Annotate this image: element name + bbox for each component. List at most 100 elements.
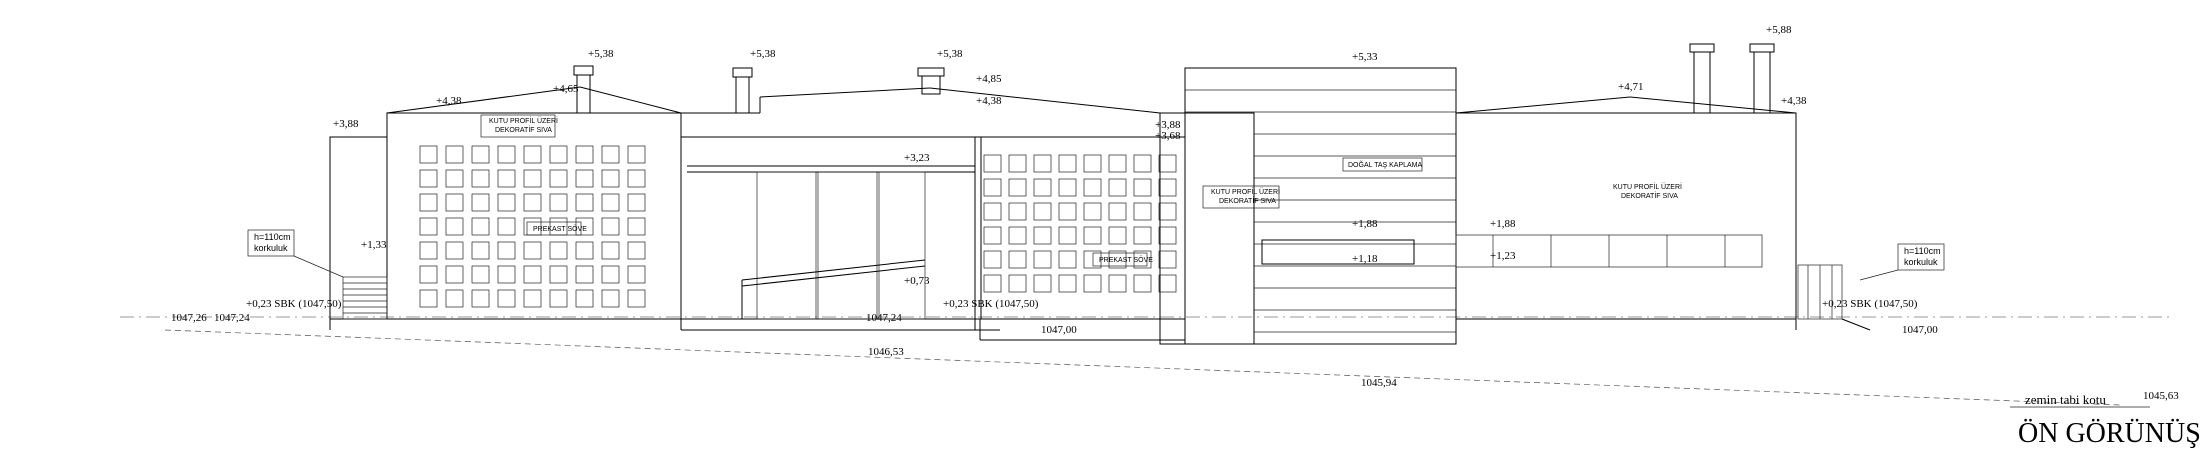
precast-window (1008, 202, 1027, 221)
precast-window (497, 289, 516, 308)
center-entrance (680, 113, 1000, 331)
precast-window (601, 241, 620, 260)
precast-window-grid-left (419, 145, 646, 308)
precast-window (627, 217, 646, 236)
precast-window (445, 169, 464, 188)
precast-window (1058, 274, 1077, 293)
precast-window (471, 241, 490, 260)
note-dogal-tas: DOĞAL TAŞ KAPLAMA (1348, 160, 1423, 169)
precast-window (1133, 274, 1152, 293)
precast-window (575, 265, 594, 284)
entrance-ramp (741, 259, 926, 281)
precast-window (497, 145, 516, 164)
precast-window (983, 202, 1002, 221)
precast-window (1108, 154, 1127, 173)
precast-window (627, 241, 646, 260)
precast-window (627, 289, 646, 308)
chimney (921, 75, 941, 95)
note-kutu-profil: KUTU PROFİL ÜZERİ (489, 116, 558, 125)
right-wing (1455, 43, 1871, 331)
precast-window (1058, 178, 1077, 197)
precast-window (549, 241, 568, 260)
level-label: +3,23 (904, 152, 930, 164)
precast-window (1033, 226, 1052, 245)
note-railing-height: h=110cm (254, 232, 291, 242)
precast-window (1083, 226, 1102, 245)
precast-window (1008, 274, 1027, 293)
precast-window (1033, 274, 1052, 293)
level-label: +3,88 (1155, 119, 1181, 131)
precast-window (549, 265, 568, 284)
precast-window (983, 250, 1002, 269)
precast-window (549, 169, 568, 188)
precast-window (497, 217, 516, 236)
level-label: +5,38 (937, 48, 963, 60)
stone-tower (1184, 67, 1457, 345)
precast-window (1033, 202, 1052, 221)
precast-window (471, 193, 490, 212)
precast-window (983, 178, 1002, 197)
precast-window (1033, 178, 1052, 197)
level-label: +1,88 (1352, 218, 1378, 230)
precast-window (575, 241, 594, 260)
elevation-label: 1047,24 (214, 312, 250, 324)
precast-window (471, 265, 490, 284)
precast-window (1133, 250, 1152, 269)
level-label: +4,65 (553, 83, 579, 95)
level-label: +5,33 (1352, 51, 1378, 63)
precast-window (523, 265, 542, 284)
center-roof (681, 67, 1161, 114)
note-kutu-profil: KUTU PROFİL ÜZERİ (1211, 187, 1280, 196)
level-label: +0,73 (904, 275, 930, 287)
level-annotations: +5,88 +5,38 +5,38 +5,38 +5,33 +4,85 +4,7… (171, 24, 2179, 402)
precast-window (1033, 250, 1052, 269)
precast-window (497, 241, 516, 260)
precast-window (523, 241, 542, 260)
precast-window (1058, 202, 1077, 221)
elevation-label: 1047,24 (866, 312, 902, 324)
precast-window (575, 289, 594, 308)
precast-window (419, 289, 438, 308)
elevation-label: 1045,94 (1361, 377, 1397, 389)
precast-window (1058, 154, 1077, 173)
level-label: +0,23 SBK (1047,50) (1822, 298, 1918, 310)
level-label: +0,23 SBK (1047,50) (246, 298, 342, 310)
level-label: +1,18 (1352, 253, 1378, 265)
precast-window (1158, 226, 1177, 245)
precast-window (419, 265, 438, 284)
material-notes: KUTU PROFİL ÜZERİ DEKORATİF SIVA KUTU PR… (247, 114, 1945, 281)
precast-window (1008, 226, 1027, 245)
level-label: +0,23 SBK (1047,50) (943, 298, 1039, 310)
precast-window (445, 241, 464, 260)
precast-window (627, 145, 646, 164)
precast-window (1008, 178, 1027, 197)
precast-window (419, 145, 438, 164)
left-stair (342, 276, 388, 320)
precast-window (1083, 250, 1102, 269)
precast-window (1108, 226, 1127, 245)
precast-window (1108, 178, 1127, 197)
natural-ground-line (164, 329, 2121, 406)
precast-window (1158, 274, 1177, 293)
precast-window (497, 193, 516, 212)
level-label: +4,71 (1618, 81, 1643, 93)
precast-window (575, 169, 594, 188)
level-label: +5,88 (1766, 24, 1792, 36)
chimney (576, 74, 591, 114)
note-railing-height: h=110cm (1904, 246, 1941, 256)
drawing-title: ÖN GÖRÜNÜŞ (2018, 418, 2200, 449)
precast-window (1058, 226, 1077, 245)
precast-window (575, 217, 594, 236)
elevation-label: 1046,53 (868, 346, 904, 358)
note-prekast-sove: PREKAST SÖVE (1099, 256, 1153, 264)
level-label: +5,38 (588, 48, 614, 60)
precast-window (497, 265, 516, 284)
elevation-label: 1047,00 (1041, 324, 1077, 336)
precast-window (575, 193, 594, 212)
precast-window (1008, 250, 1027, 269)
note-dekoratif-siva: DEKORATİF SIVA (495, 125, 552, 134)
precast-window-grid-center (983, 154, 1177, 293)
chimney (1753, 51, 1771, 114)
level-label: +1,88 (1490, 218, 1516, 230)
chimney (735, 76, 750, 114)
